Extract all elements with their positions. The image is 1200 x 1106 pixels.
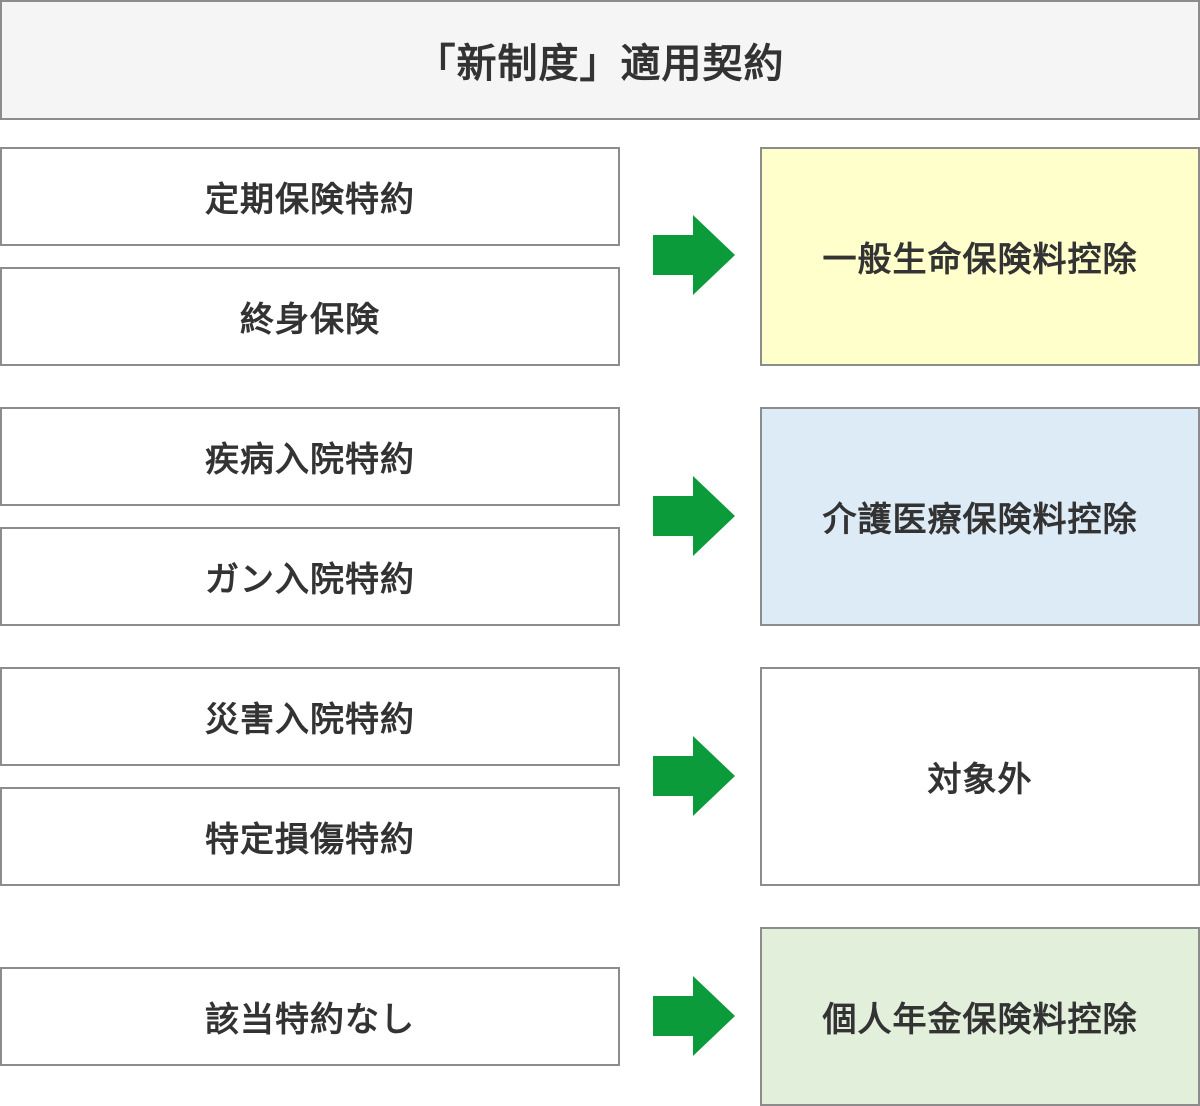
deduction-box-general-life: 一般生命保険料控除 [760, 147, 1200, 366]
deduction-box-individual-pension: 個人年金保険料控除 [760, 927, 1200, 1106]
right-arrow-icon [653, 476, 735, 556]
deduction-box-nursing-medical: 介護医療保険料控除 [760, 407, 1200, 626]
diagram-title: 「新制度」適用契約 [0, 0, 1200, 120]
right-arrow-icon [653, 976, 735, 1056]
deduction-box-not-applicable: 対象外 [760, 667, 1200, 886]
contract-box-cancer-hospitalization-rider: ガン入院特約 [0, 527, 620, 626]
contract-box-whole-life-insurance: 終身保険 [0, 267, 620, 366]
contract-box-illness-hospitalization-rider: 疾病入院特約 [0, 407, 620, 506]
right-arrow-icon [653, 736, 735, 816]
right-arrow-icon [653, 215, 735, 295]
contract-box-accident-hospitalization-rider: 災害入院特約 [0, 667, 620, 766]
contract-box-term-insurance-rider: 定期保険特約 [0, 147, 620, 246]
contract-box-no-applicable-rider: 該当特約なし [0, 967, 620, 1066]
contract-box-specific-injury-rider: 特定損傷特約 [0, 787, 620, 886]
